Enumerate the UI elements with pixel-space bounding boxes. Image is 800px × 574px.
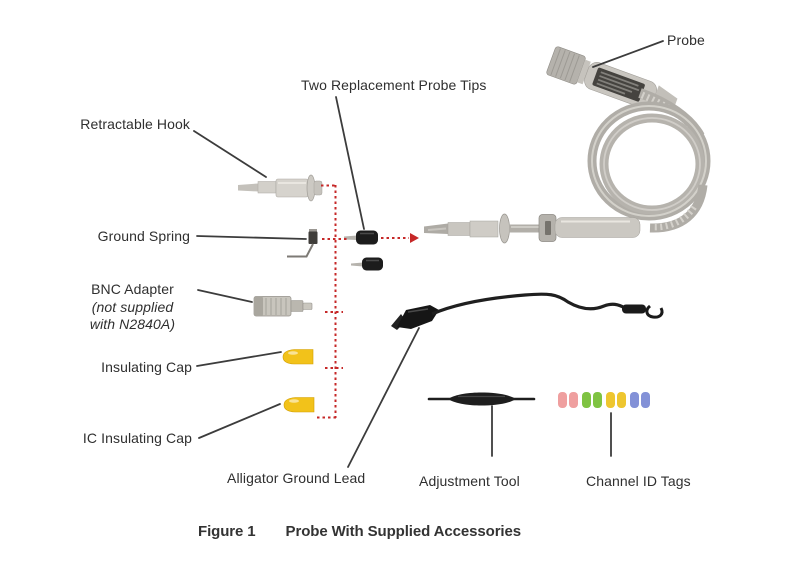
figure-caption-title: Probe With Supplied Accessories [285, 523, 522, 540]
channel-tag-pink-2 [569, 392, 578, 408]
channel-id-tags-photo [558, 392, 650, 408]
probe-cable [587, 88, 711, 233]
probe-tip-1 [356, 230, 378, 245]
adjustment-tool-photo [427, 392, 536, 406]
callout-adjustment-tool: Adjustment Tool [419, 473, 520, 489]
callout-leader-lines [193, 40, 664, 468]
channel-tag-yellow-2 [617, 392, 626, 408]
probe-tip-2 [362, 257, 383, 271]
callout-probe-tips: Two Replacement Probe Tips [301, 77, 487, 93]
leader-insulating-cap [196, 351, 282, 367]
callout-retractable-hook: Retractable Hook [80, 116, 190, 132]
ground-lead-wire [431, 292, 626, 316]
callout-ground-spring: Ground Spring [97, 228, 190, 244]
callout-bnc-adapter: BNC Adapter (not supplied with N2840A) [70, 281, 195, 334]
callout-channel-id-tags: Channel ID Tags [586, 473, 691, 489]
alignment-arrowhead [410, 233, 419, 243]
callout-bnc-adapter-title: BNC Adapter [91, 281, 174, 297]
channel-tag-yellow-1 [606, 392, 615, 408]
bnc-adapter-photo [253, 296, 313, 317]
channel-tag-pink-1 [558, 392, 567, 408]
probe-neck [576, 59, 591, 85]
callout-bnc-adapter-note-2: with N2840A) [89, 316, 176, 332]
alligator-ground-lead-photo [391, 292, 664, 330]
leader-probe-tips [335, 96, 365, 230]
callout-bnc-adapter-note-1: (not supplied [91, 298, 174, 315]
ic-insulating-cap-photo [283, 397, 315, 413]
replacement-probe-tips-photo [344, 230, 383, 271]
barrel-flange [499, 213, 510, 244]
barrel-strain-relief-ribs [651, 205, 697, 231]
callout-insulating-cap: Insulating Cap [101, 359, 192, 375]
figure-caption-label: Figure 1 [198, 523, 256, 540]
leader-ground-spring [196, 235, 307, 240]
exploded-alignment-lines [317, 184, 409, 419]
leader-retractable-hook [193, 130, 267, 178]
insulating-cap-photo [282, 349, 314, 365]
channel-tag-blue-2 [641, 392, 650, 408]
probe-photo [424, 46, 711, 244]
leader-probe [592, 40, 664, 68]
ground-spring-photo [287, 229, 318, 258]
knurl-texture [550, 48, 580, 82]
fork-terminal [645, 304, 664, 319]
channel-tag-blue-1 [630, 392, 639, 408]
probe-barrel [424, 213, 641, 244]
leader-ic-insulating-cap [198, 403, 281, 439]
retractable-hook-photo [238, 174, 323, 202]
figure-caption: Figure 1 Probe With Supplied Accessories [198, 523, 521, 540]
probe-label-text-lines [596, 71, 640, 95]
callout-probe: Probe [667, 32, 705, 48]
leader-alligator-lead [347, 327, 420, 468]
alligator-clip-body [397, 305, 439, 329]
callout-ic-insulating-cap: IC Insulating Cap [82, 430, 192, 446]
leader-bnc-adapter [197, 289, 253, 303]
probe-label-plate [592, 67, 645, 102]
callout-alligator-ground-lead: Alligator Ground Lead [227, 470, 366, 486]
channel-tag-green-1 [582, 392, 591, 408]
terminal-sleeve [622, 304, 646, 314]
channel-tag-green-2 [593, 392, 602, 408]
